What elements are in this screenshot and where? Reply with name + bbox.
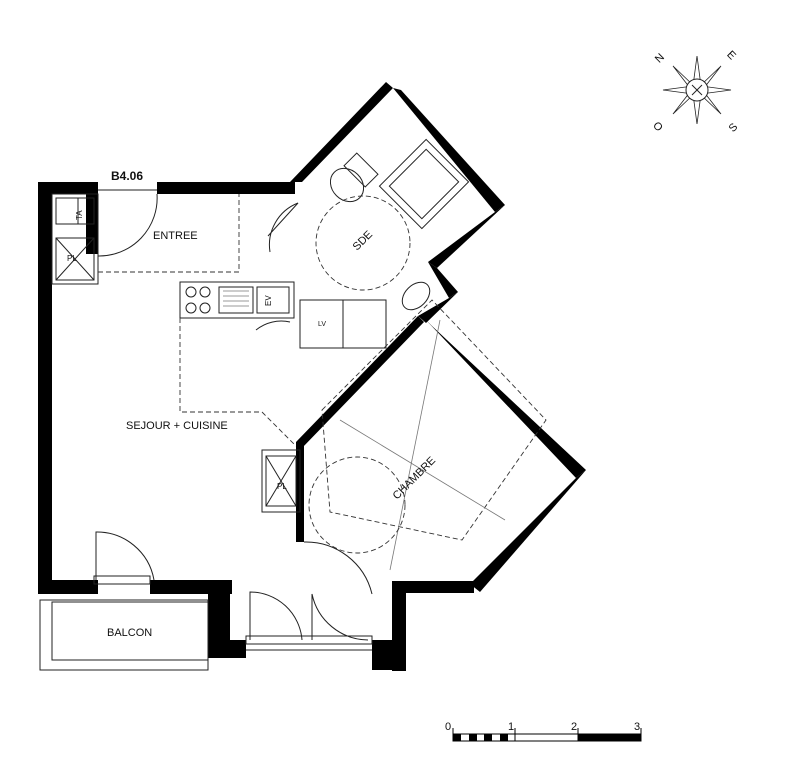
balcony (39, 531, 373, 671)
fixture-label-pl-chambre: PL (277, 482, 287, 491)
entrance-area (51, 189, 240, 285)
compass-o-label: O (650, 120, 665, 135)
fixture-label-ev: EV (264, 295, 273, 306)
fixture-label-pl-entree: PL (67, 254, 77, 263)
scale-tick-1: 1 (508, 721, 514, 733)
scale-tick-0: 0 (445, 721, 451, 733)
compass-n-label: N (653, 51, 667, 65)
room-label-chambre: CHAMBRE (391, 455, 438, 502)
room-label-sde: SDE (351, 229, 375, 253)
scale-tick-2: 2 (571, 721, 577, 733)
kitchen (179, 281, 297, 447)
bathroom (267, 138, 470, 349)
fixture-label-lv: LV (318, 321, 326, 328)
bedroom (261, 299, 547, 595)
scale-bar (452, 728, 642, 742)
unit-label: B4.06 (111, 169, 143, 183)
room-label-entree: ENTREE (153, 230, 198, 242)
compass-e-label: E (724, 49, 738, 63)
compass-rose (662, 55, 732, 125)
fixture-label-ta: TA (75, 210, 84, 220)
room-label-balcon: BALCON (107, 627, 152, 639)
compass-s-label: S (727, 121, 741, 135)
scale-tick-3: 3 (634, 721, 640, 733)
room-label-sejour: SEJOUR + CUISINE (126, 420, 228, 432)
